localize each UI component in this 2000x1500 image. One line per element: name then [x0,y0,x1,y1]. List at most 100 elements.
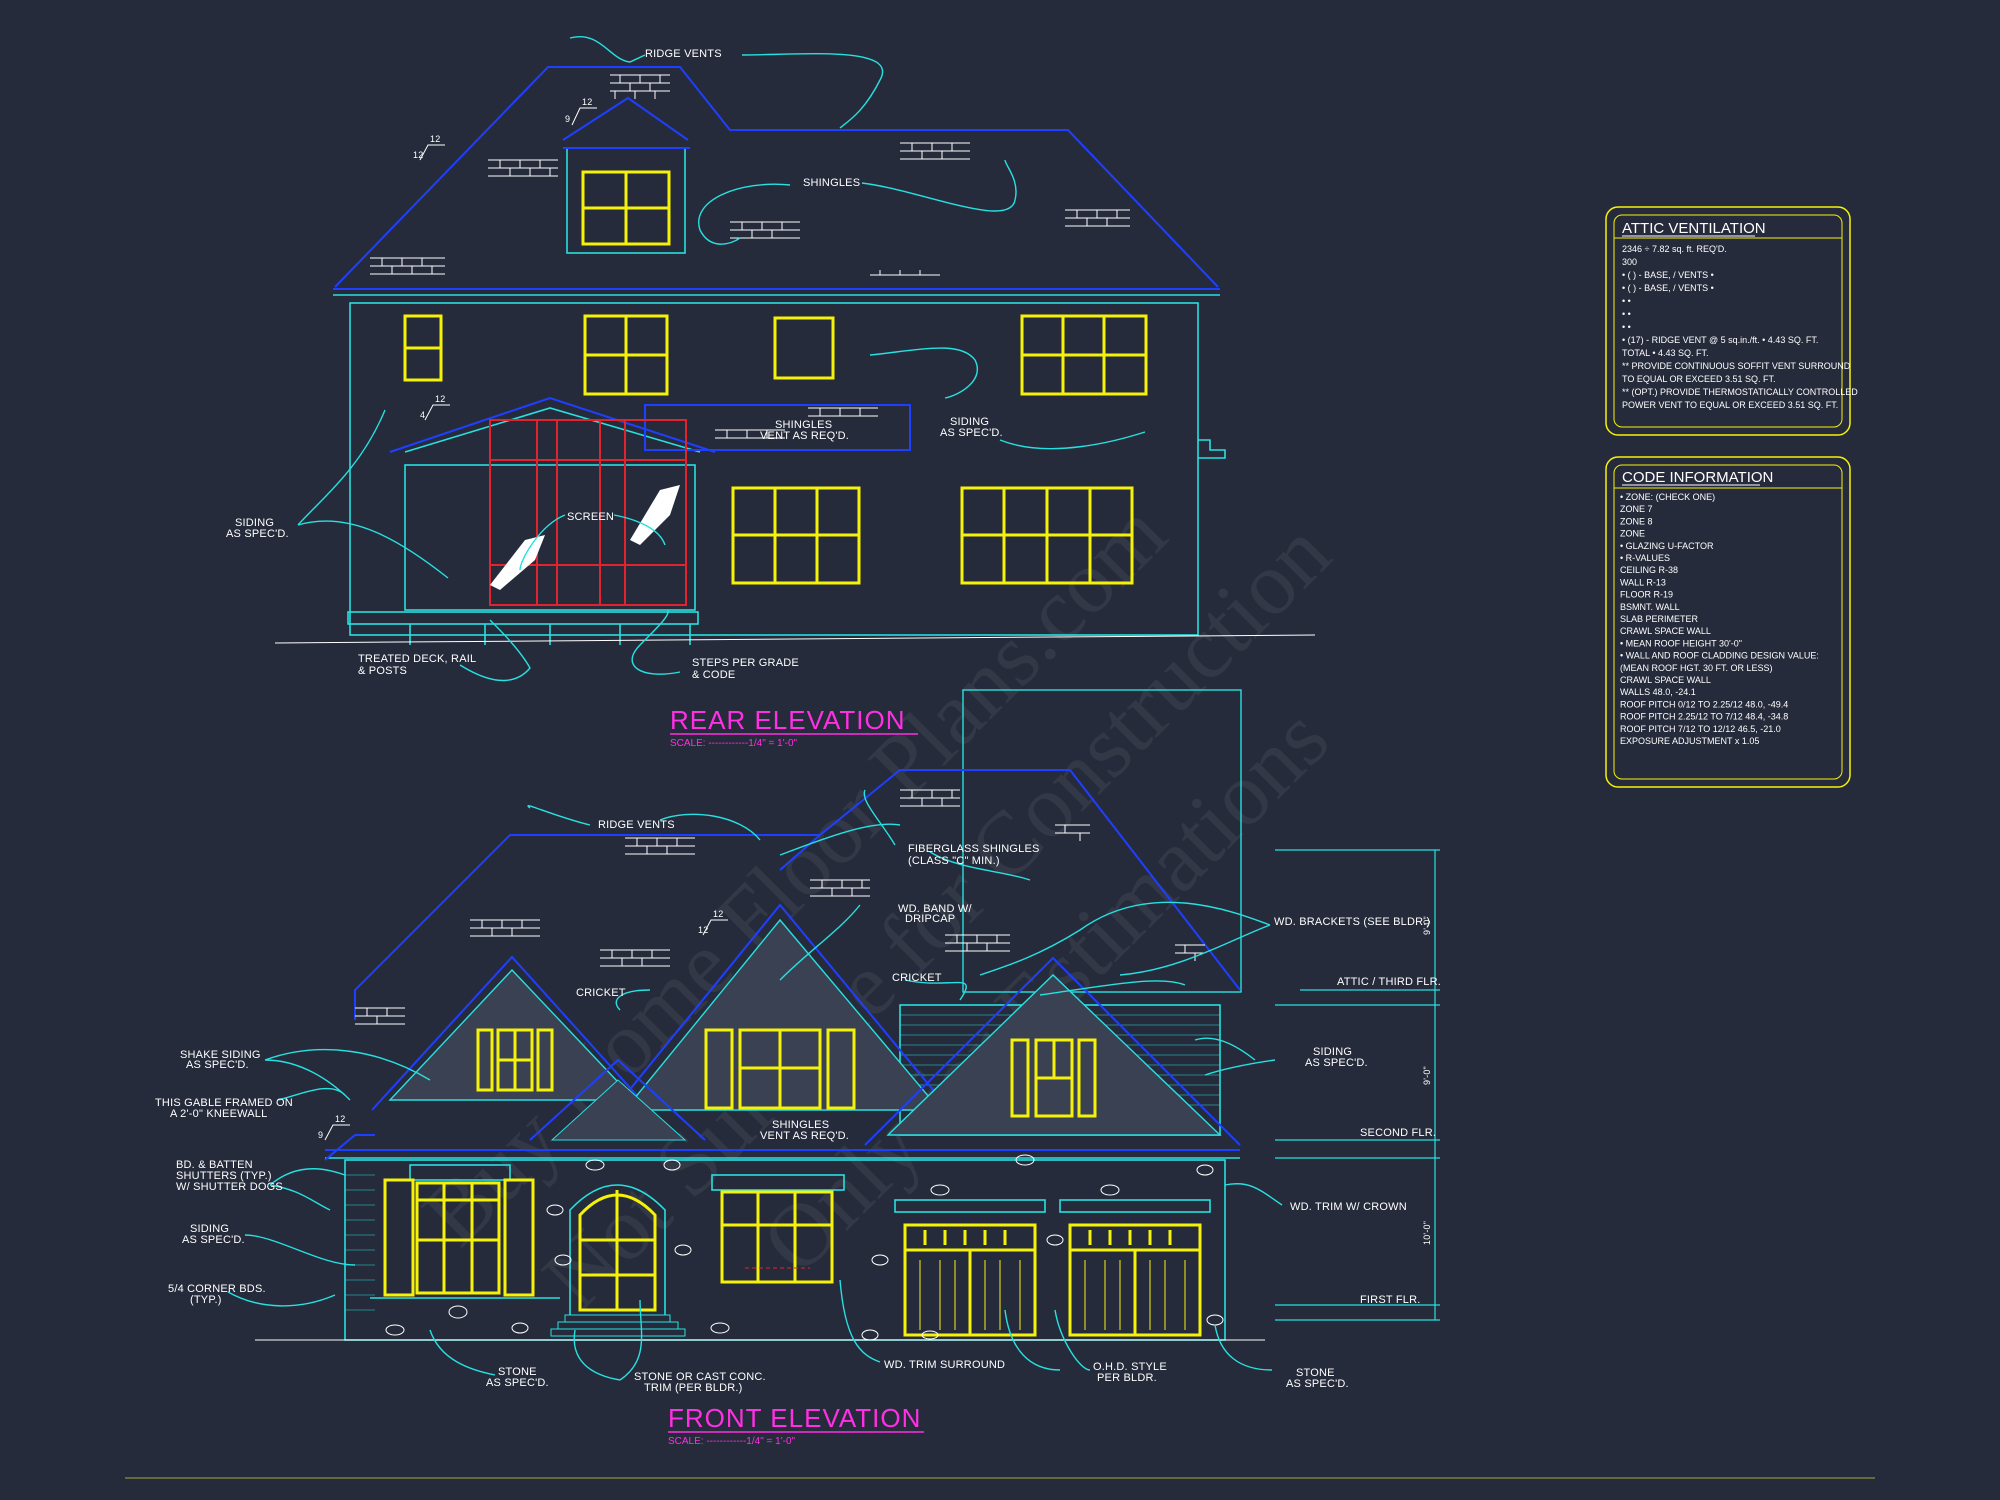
rear-grade-line [274,634,1316,644]
rear-label-steps-1: STEPS PER GRADE [692,657,799,669]
front-label-fiberglass-2: (CLASS "C" MIN.) [908,855,1000,867]
rear-porch-gable-inner [404,407,701,453]
code-information-line: • WALL AND ROOF CLADDING DESIGN VALUE: [1620,651,1819,661]
front-center-gable-window [704,1028,856,1110]
front-left-gable-shake [388,968,637,1101]
front-dimension-lines: 9'-0" 9'-0" 10'-0" [1275,849,1440,1321]
code-information-line: • MEAN ROOF HEIGHT 30'-0" [1620,638,1742,648]
front-label-ohd-1: O.H.D. STYLE [1093,1361,1167,1373]
code-information-lines: • ZONE: (CHECK ONE) ZONE 7 ZONE 8 ZONE• … [1620,492,1819,746]
rear-porch-frame [404,464,696,611]
front-garage-door-right [1059,1199,1211,1337]
front-label-siding-right-1: SIDING [1313,1046,1352,1058]
code-information-line: ZONE 7 [1620,504,1653,514]
attic-ventilation-line: • • [1622,296,1631,306]
attic-ventilation-title: ATTIC VENTILATION [1622,220,1766,237]
front-entry-gable-shake [550,1079,687,1141]
rear-label-shingles: SHINGLES [803,177,860,189]
rear-window-triple [1020,314,1148,396]
code-information-line: • GLAZING U-FACTOR [1620,541,1714,551]
rear-label-siding-right-2: AS SPEC'D. [940,427,1003,439]
rear-deck [347,611,699,625]
rear-label-deck-2: & POSTS [358,665,407,677]
dim-attic-height: 9'-0" [1422,916,1432,935]
rear-porch-gable [389,396,716,453]
attic-ventilation-line: • ( ) - BASE, / VENTS • [1622,283,1714,293]
front-label-wd-trim-surround: WD. TRIM SURROUND [884,1359,1005,1371]
front-label-gable-1: THIS GABLE FRAMED ON [155,1097,293,1109]
code-information-line: • ZONE: (CHECK ONE) [1620,492,1715,502]
dim-second-height: 9'-0" [1422,1066,1432,1085]
front-level-first: FIRST FLR. [1360,1294,1420,1306]
front-label-cricket-left: CRICKET [576,987,626,999]
code-information-line: ROOF PITCH 2.25/12 TO 7/12 48.4, -34.8 [1620,712,1788,722]
front-leaders [227,789,1283,1381]
rear-window-small [403,314,443,382]
front-label-siding-left-2: AS SPEC'D. [182,1234,245,1246]
rear-roof-pitch-b: 12 9 [565,97,597,126]
attic-ventilation-line: • (17) - RIDGE VENT @ 5 sq.in./ft. • 4.4… [1622,335,1818,345]
code-information-line: ROOF PITCH 0/12 TO 2.25/12 48.0, -49.4 [1620,699,1788,709]
svg-text:12: 12 [413,150,423,160]
front-label-wd-band-2: DRIPCAP [905,913,955,925]
rear-label-deck-1: TREATED DECK, RAIL [358,653,476,665]
front-label-wd-brackets: WD. BRACKETS (SEE BLDR.) [1274,916,1430,928]
front-level-second: SECOND FLR. [1360,1127,1436,1139]
front-roof-pitch-a: 12 12 [698,909,728,936]
code-information-box: CODE INFORMATION • ZONE: (CHECK ONE) ZON… [1605,456,1851,788]
code-information-line: WALL R-13 [1620,577,1666,587]
front-right-gable-window [1010,1038,1097,1118]
svg-text:9: 9 [318,1130,323,1140]
attic-ventilation-box: ATTIC VENTILATION 2346 ÷ 7.82 sq. ft. RE… [1605,206,1858,436]
rear-elevation: 12 12 12 9 12 4 RIDGE [226,35,1316,749]
svg-text:12: 12 [698,925,708,935]
code-information-line: WALLS 48.0, -24.1 [1620,687,1696,697]
svg-text:4: 4 [420,410,425,420]
front-label-siding-right-2: AS SPEC'D. [1305,1057,1368,1069]
code-information-line: EXPOSURE ADJUSTMENT x 1.05 [1620,736,1759,746]
front-left-gable-window [476,1028,554,1092]
rear-dormer-window [581,170,671,246]
code-information-line: ZONE 8 [1620,516,1653,526]
front-shingle-symbols [355,789,1205,1025]
rear-window-single [773,316,835,380]
front-label-shake-2: AS SPEC'D. [186,1059,249,1071]
attic-ventilation-line: • ( ) - BASE, / VENTS • [1622,270,1714,280]
front-level-attic: ATTIC / THIRD FLR. [1337,976,1441,988]
svg-text:12: 12 [430,134,440,144]
rear-shed-roof [644,404,911,451]
code-information-title: CODE INFORMATION [1622,469,1773,486]
attic-ventilation-line: TO EQUAL OR EXCEED 3.51 SQ. FT. [1622,374,1776,384]
front-label-stone-left-2: AS SPEC'D. [486,1377,549,1389]
front-label-stone-right-1: STONE [1296,1367,1335,1379]
front-entry-gable-roof [529,1058,706,1141]
front-label-shingles-vent-2: VENT AS REQ'D. [760,1130,849,1142]
dim-first-height: 10'-0" [1422,1221,1432,1245]
rear-window-porch-triple [731,486,861,585]
code-information-line: SLAB PERIMETER [1620,614,1699,624]
front-garage-door-left [894,1199,1046,1337]
rear-roof-pitch-a: 12 12 [413,134,445,161]
front-label-corner-2: (TYP.) [190,1294,222,1306]
attic-ventilation-line: • • [1622,309,1631,319]
rear-roof-outline [334,66,1219,288]
svg-text:12: 12 [713,909,723,919]
rear-label-ridge-vents: RIDGE VENTS [645,48,722,60]
rear-screen-glare-right [630,485,680,545]
rear-elevation-title: REAR ELEVATION [670,705,906,735]
front-elevation-title: FRONT ELEVATION [668,1403,921,1433]
front-right-gable-roof [864,956,1241,1146]
rear-window-quad [960,486,1134,585]
front-center-gable-roof [604,903,959,1121]
code-information-line: ROOF PITCH 7/12 TO 12/12 46.5, -21.0 [1620,724,1781,734]
front-left-wing-roof [324,1134,375,1161]
code-information-line: (MEAN ROOF HGT. 30 FT. OR LESS) [1620,663,1773,673]
rear-label-siding-left-1: SIDING [235,517,274,529]
front-label-shingles-vent-1: SHINGLES [772,1119,829,1131]
front-label-stone-left-1: STONE [498,1366,537,1378]
svg-text:12: 12 [435,394,445,404]
rear-label-steps-2: & CODE [692,669,735,681]
front-label-shake-1: SHAKE SIDING [180,1049,261,1061]
front-label-stone-right-2: AS SPEC'D. [1286,1378,1349,1390]
